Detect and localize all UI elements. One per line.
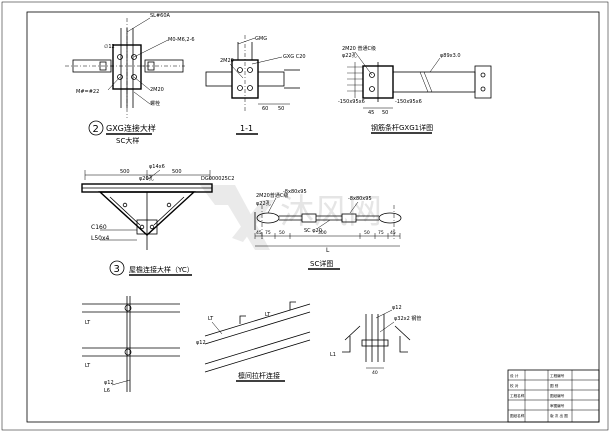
section-callout: 2M20: [220, 58, 234, 64]
purlin-a-callout: L6: [104, 388, 110, 394]
tierod-dim: 50: [382, 110, 388, 116]
watermark: 沐风网: [200, 185, 382, 250]
title-block-text: 设 计 工程编号 校 对 图 别 工程名称 图纸编号 审图编号 图纸名称 版 次…: [510, 373, 568, 418]
node1-callout: 2M20: [150, 87, 164, 93]
sc-dim: 50: [279, 230, 285, 236]
bracing-dim: 500: [120, 169, 130, 175]
section-dim: 60: [262, 106, 268, 112]
bracing-dim: 500: [172, 169, 182, 175]
node1-callout: M0-M6,2-6: [168, 37, 195, 43]
section-dim: 50: [278, 106, 284, 112]
tb-cell: 工程编号: [550, 373, 565, 378]
inner-frame: [26, 11, 600, 423]
sc-callout: -8x80x95: [283, 189, 307, 195]
purlin-b-callout: LT: [265, 312, 271, 318]
tb-cell: 设 计: [510, 373, 519, 378]
bracing-callout: DG000025C2: [201, 176, 234, 182]
sc-detail: 2M20普通C级 -8x80x95 φ22孔 -8x80x95 SC φ20 4…: [254, 189, 402, 270]
purlin-c-callout: φ12: [392, 305, 402, 311]
node1-number: 2: [93, 124, 99, 135]
bracing-number: 3: [114, 264, 120, 275]
node1-callout: 螺栓: [150, 100, 160, 107]
sc-dim: 300: [318, 230, 327, 236]
title-block: [507, 369, 600, 423]
bracing-callout: φ20孔: [139, 175, 154, 182]
sc-dim: 45: [256, 230, 262, 236]
node1-detail: SL#60A ∅12 M0-M6,2-6 2M20 M#=#22 螺栓 2 GX…: [65, 13, 195, 145]
tierod-callout: 2M20 普通C级: [342, 45, 376, 52]
node1-callout: M#=#22: [76, 89, 99, 95]
sc-callout: -8x80x95: [348, 196, 372, 202]
purlin-b-callout: LT: [208, 316, 214, 322]
bracing-title: 屋檐连接大样（YC）: [129, 265, 194, 274]
tie-rod-detail: 2M20 普通C级 φ22孔 φ89x3.0 -150x95x6 -150x95…: [338, 45, 492, 134]
purlin-b-callout: φ12: [196, 340, 206, 346]
tb-cell: 图 别: [550, 383, 559, 388]
tierod-callout: φ89x3.0: [440, 53, 461, 59]
purlin-b-detail: LT LT φ12 檩间拉杆连接: [196, 301, 311, 382]
purlin-a-callout: φ12: [104, 380, 114, 386]
tierod-callout: φ22孔: [342, 52, 357, 59]
sc-length-label: L: [326, 247, 330, 254]
purlin-c-detail: φ12 φ32x2 钢管 L1 40: [330, 305, 421, 376]
bracing-callout: L50x4: [91, 235, 110, 242]
purlin-a-callout: LT: [85, 363, 91, 369]
node1-callout: ∅12: [104, 44, 115, 50]
node1-callout: SL#60A: [150, 13, 171, 19]
bracing-callout: φ14x6: [149, 164, 165, 170]
sc-callout: 2M20普通C级: [256, 192, 288, 199]
tb-cell: 图纸编号: [550, 393, 565, 398]
tierod-callout: -150x95x6: [338, 99, 365, 105]
sc-callout: φ22孔: [256, 200, 271, 207]
section-callout: GMG: [255, 36, 267, 42]
tierod-dim: 45: [368, 110, 374, 116]
bracing-node-detail: 500 500 φ14x6 φ20孔 DG000025C2 C160 L50x4…: [81, 164, 234, 276]
sc-title: SC详图: [310, 259, 333, 268]
purlin-c-dim: 40: [372, 370, 378, 376]
tb-cell: 审图编号: [550, 403, 565, 408]
tb-cell: 校 对: [510, 383, 519, 388]
tb-cell: 版 次 出 图: [550, 413, 568, 418]
sc-dim: 75: [378, 230, 384, 236]
sc-dim: 45: [390, 230, 396, 236]
node1-subtitle: SC大样: [116, 136, 139, 145]
sc-dim: 75: [265, 230, 271, 236]
tierod-title: 钢筋条杆GXG1详图: [371, 123, 433, 132]
bracing-callout: C160: [91, 224, 107, 231]
watermark-text: 沐风网: [280, 192, 382, 232]
node1-number-bubble: [88, 120, 104, 136]
node1-title: GXG连接大样: [106, 123, 156, 133]
purlin-a-detail: LT LT φ12 L6: [82, 296, 180, 394]
tb-cell: 工程名称: [510, 393, 525, 398]
purlin-c-callout: φ32x2 钢管: [394, 315, 421, 322]
sc-dim: 50: [364, 230, 370, 236]
purlin-b-title: 檩间拉杆连接: [238, 371, 280, 380]
tb-cell: 图纸名称: [510, 413, 525, 418]
section-callout: GXG C20: [283, 54, 306, 60]
section-title: 1-1: [240, 124, 253, 133]
section-1-1-detail: GMG 2M20 GXG C20 60 50 1-1: [205, 35, 306, 135]
purlin-c-callout: L1: [330, 352, 336, 358]
bracing-number-bubble: [109, 260, 125, 276]
sc-callout: SC φ20: [304, 228, 322, 234]
tierod-callout: -150x95x6: [395, 99, 422, 105]
purlin-a-callout: LT: [85, 320, 91, 326]
